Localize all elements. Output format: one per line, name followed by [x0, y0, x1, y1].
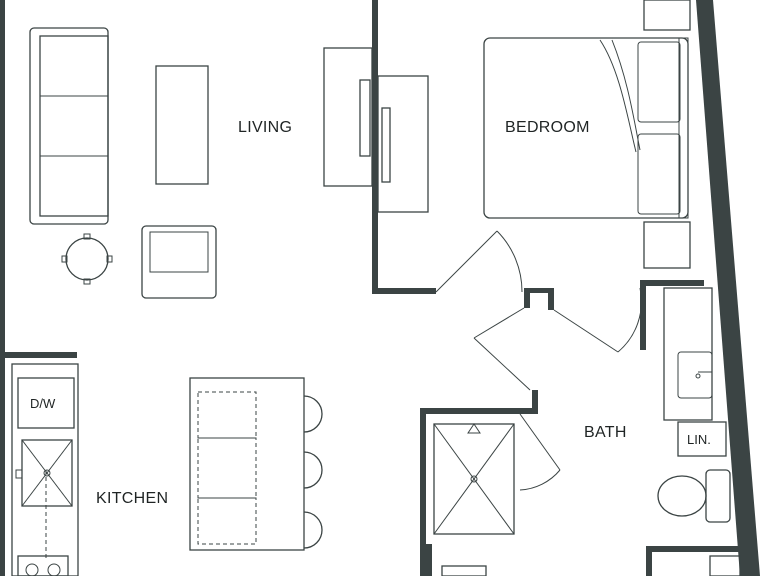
dishwasher — [17, 377, 75, 429]
coffee-table — [155, 65, 209, 185]
room-label-living: LIVING — [238, 119, 292, 136]
bed — [483, 37, 689, 219]
doors — [435, 230, 642, 491]
armchair — [141, 225, 217, 299]
tv-console-bedroom — [377, 75, 429, 213]
vanity — [663, 287, 713, 421]
kitchen-sink — [15, 439, 73, 507]
bedroom-closet — [643, 0, 691, 31]
room-label-bath: BATH — [584, 424, 627, 441]
nightstand — [643, 221, 691, 269]
dishwasher-label: D/W — [30, 396, 56, 411]
linen-closet — [677, 421, 727, 457]
room-label-kitchen: KITCHEN — [96, 490, 168, 507]
sofa — [29, 27, 109, 225]
tv-console-living — [323, 47, 373, 187]
cooktop — [17, 555, 69, 576]
kitchen-island — [189, 377, 323, 551]
shower — [433, 423, 515, 535]
round-stool — [61, 233, 113, 285]
bottom-fixtures — [441, 555, 741, 576]
toilet — [657, 469, 731, 523]
room-label-bedroom: BEDROOM — [505, 119, 590, 136]
linen-label: LIN. — [687, 432, 711, 447]
kitchen-counter — [11, 363, 79, 576]
